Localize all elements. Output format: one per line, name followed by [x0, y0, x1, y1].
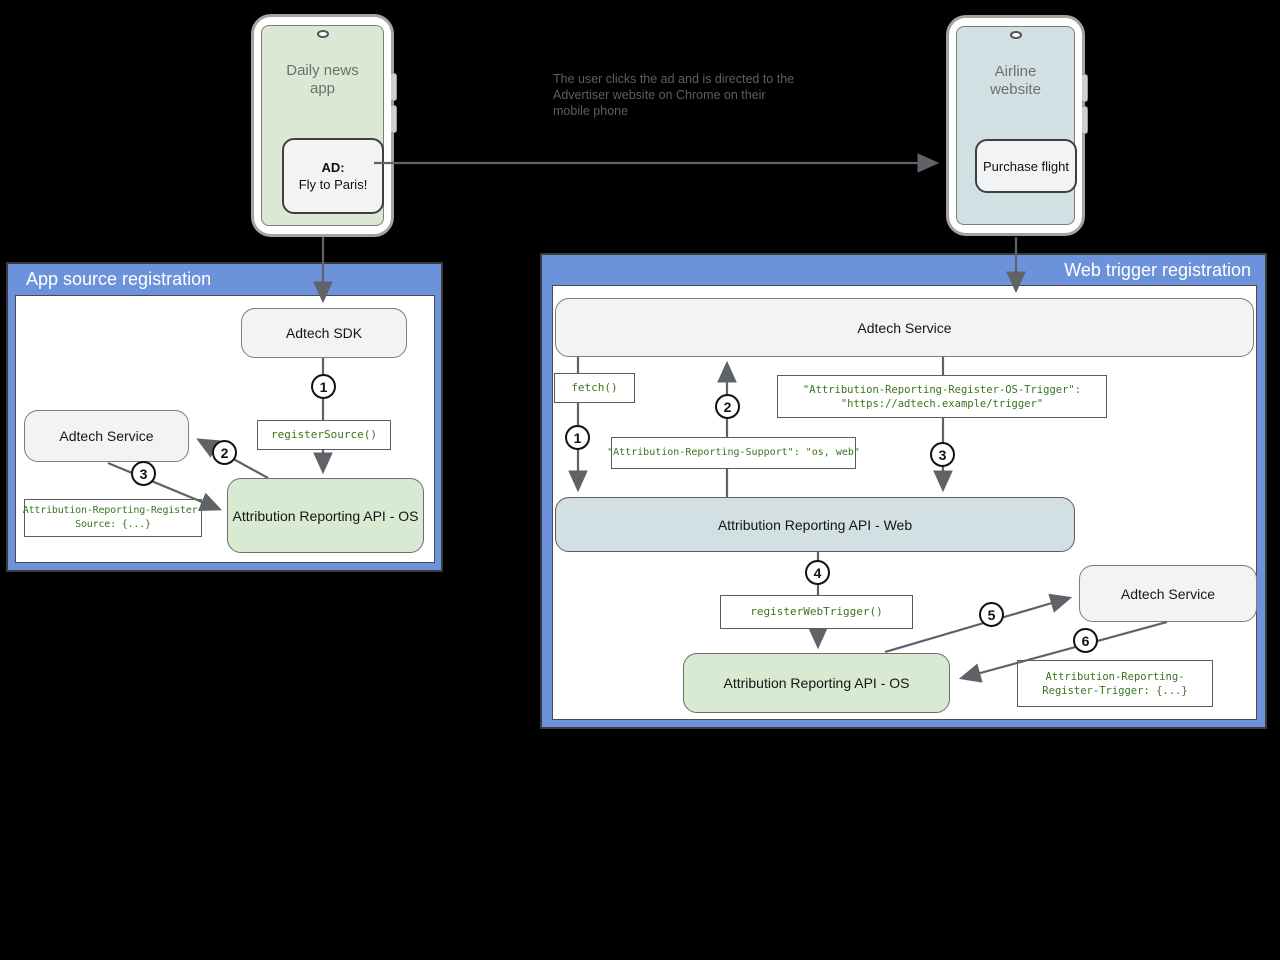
attribution-api-web-label: Attribution Reporting API - Web	[717, 516, 913, 533]
register-trigger-header-line1: Attribution-Reporting-	[1045, 670, 1185, 683]
register-web-trigger-call-box: registerWebTrigger()	[720, 595, 913, 629]
attribution-api-os-box-web: Attribution Reporting API - OS	[683, 653, 950, 713]
phone-airline-website: Airline website Purchase flight	[946, 15, 1088, 236]
fetch-call-box: fetch()	[554, 373, 635, 403]
web-trigger-panel-title: Web trigger registration	[1064, 260, 1251, 280]
web-step-2-badge: 2	[715, 394, 740, 419]
register-source-header-box: Attribution-Reporting-Register- Source: …	[22, 499, 204, 537]
attribution-api-os-label: Attribution Reporting API - OS	[232, 507, 419, 524]
web-step-6-badge: 6	[1073, 628, 1098, 653]
ad-heading: AD:	[321, 160, 345, 175]
web-step-4-badge: 4	[805, 560, 830, 585]
purchase-flight-button: Purchase flight	[975, 139, 1077, 193]
ad-text: Fly to Paris!	[298, 177, 368, 192]
web-step-1-badge: 1	[565, 425, 590, 450]
ad-card: AD: Fly to Paris!	[282, 138, 384, 214]
app-step-3-badge: 3	[131, 461, 156, 486]
phone-news-app: Daily news app AD: Fly to Paris!	[251, 14, 397, 237]
phone-camera-icon	[1009, 31, 1022, 39]
user-click-note: The user clicks the ad and is directed t…	[553, 72, 795, 118]
adtech-sdk-label: Adtech SDK	[285, 325, 363, 341]
register-source-call-box: registerSource()	[257, 420, 391, 450]
phone-airline-screen: Airline website Purchase flight	[956, 26, 1077, 225]
register-os-trigger-header-box: "Attribution-Reporting-Register-OS-Trigg…	[777, 375, 1107, 418]
airline-site-title: Airline website	[990, 63, 1041, 98]
register-trigger-header-line2: Register-Trigger: {...}	[1042, 684, 1188, 697]
register-web-trigger-code: registerWebTrigger()	[750, 605, 883, 618]
web-step-5-badge: 5	[979, 602, 1004, 627]
phone-power-button	[1082, 74, 1088, 102]
phone-news-screen: Daily news app AD: Fly to Paris!	[261, 25, 384, 226]
adtech-service-box-web-top: Adtech Service	[555, 298, 1254, 357]
os-trigger-header-line2: "https://adtech.example/trigger"	[840, 397, 1044, 410]
adtech-service-label: Adtech Service	[59, 428, 154, 444]
fetch-code: fetch()	[571, 381, 618, 394]
web-step-3-badge: 3	[930, 442, 955, 467]
app-step-2-badge: 2	[212, 440, 237, 465]
phone-volume-button	[391, 105, 397, 133]
attribution-api-os-box-app: Attribution Reporting API - OS	[227, 478, 424, 553]
purchase-flight-label: Purchase flight	[983, 158, 1069, 174]
register-source-code: registerSource()	[271, 428, 377, 441]
attribution-api-web-box: Attribution Reporting API - Web	[555, 497, 1075, 552]
support-header-code: "Attribution-Reporting-Support": "os, we…	[607, 447, 860, 458]
adtech-sdk-box: Adtech SDK	[241, 308, 407, 358]
register-source-header-line1: Attribution-Reporting-Register-	[22, 505, 204, 516]
adtech-service-label: Adtech Service	[857, 319, 952, 336]
adtech-service-box-app: Adtech Service	[24, 410, 189, 462]
phone-volume-button	[1082, 106, 1088, 134]
attribution-api-os-label: Attribution Reporting API - OS	[723, 675, 910, 691]
register-source-header-line2: Source: {...}	[75, 519, 151, 530]
register-trigger-header-box: Attribution-Reporting- Register-Trigger:…	[1017, 660, 1213, 707]
support-header-box: "Attribution-Reporting-Support": "os, we…	[607, 437, 860, 469]
phone-power-button	[391, 73, 397, 101]
adtech-service-label: Adtech Service	[1120, 585, 1216, 602]
phone-camera-icon	[316, 30, 329, 38]
app-source-panel-title: App source registration	[26, 269, 212, 289]
os-trigger-header-line1: "Attribution-Reporting-Register-OS-Trigg…	[802, 383, 1082, 396]
news-app-title: Daily news app	[286, 62, 359, 97]
adtech-service-box-web-right: Adtech Service	[1079, 565, 1257, 622]
app-step-1-badge: 1	[311, 374, 336, 399]
